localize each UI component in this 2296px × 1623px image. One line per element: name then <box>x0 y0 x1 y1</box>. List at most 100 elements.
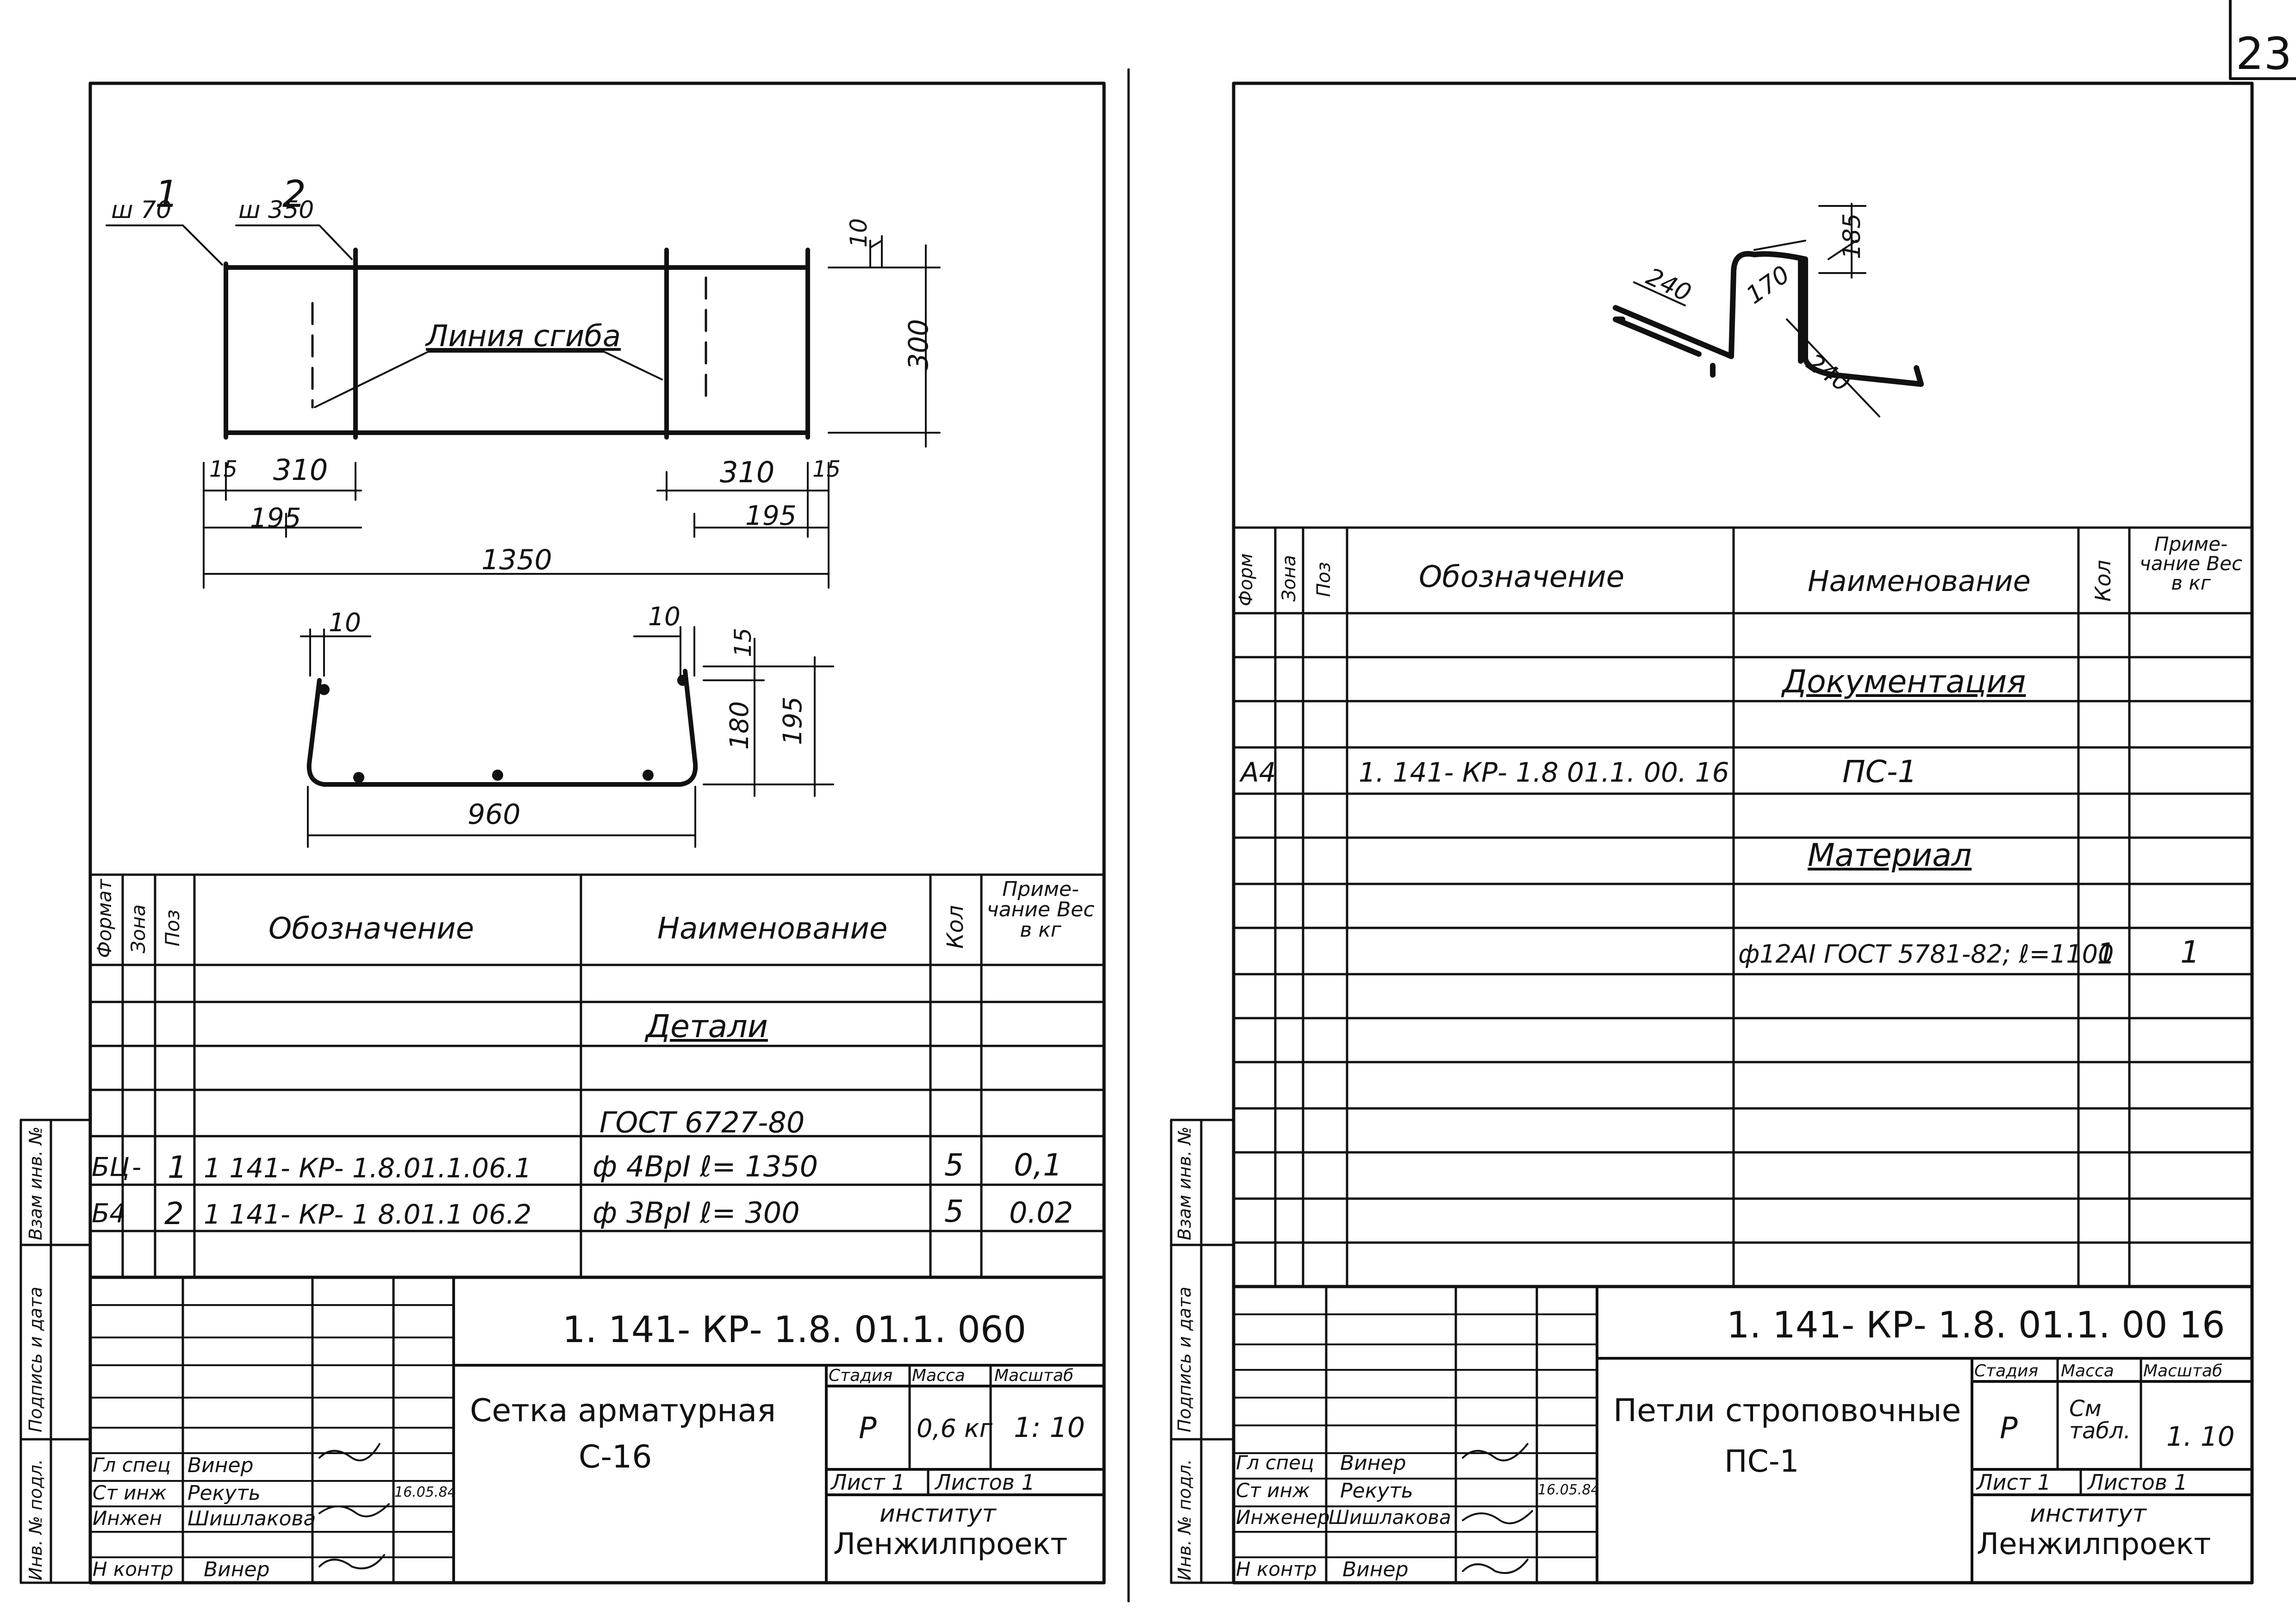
role: Ст инж <box>93 1481 167 1504</box>
stage-label: Стадия <box>1974 1362 2039 1380</box>
section-title: Детали <box>646 1008 768 1045</box>
person: Винер <box>204 1558 270 1581</box>
role: Ст инж <box>1236 1479 1310 1502</box>
person: Винер <box>1340 1451 1406 1475</box>
dim-label: 180 <box>724 701 754 750</box>
stage-value: Р <box>859 1412 877 1446</box>
sheet-no: Лист 1 <box>1977 1470 2051 1495</box>
col-header-designation: Обозначение <box>268 912 474 946</box>
dim-label: 1350 <box>481 544 552 576</box>
side-label: Инв. № подл. <box>25 1459 46 1580</box>
scale-label: Масштаб <box>994 1366 1074 1385</box>
dim-label: 15 <box>812 456 841 482</box>
rebar-dots <box>318 675 688 783</box>
side-label: Взам инв. № <box>25 1126 46 1240</box>
loop-drawing <box>1613 203 1924 417</box>
role: Инженер <box>1236 1506 1330 1529</box>
right-title-block-grid <box>1232 1285 2254 1584</box>
mass-label: Масса <box>2061 1362 2114 1380</box>
row-qty: 5 <box>944 1147 964 1183</box>
dim-label: 195 <box>250 502 301 534</box>
bend-line-label: Линия сгиба <box>426 319 621 354</box>
row-note: 0.02 <box>1009 1196 1073 1230</box>
left-spec-grid <box>89 873 1105 1279</box>
row-format: Б4 <box>92 1199 126 1229</box>
mass-value: См табл. <box>2069 1396 2131 1444</box>
person: Шишлакова <box>187 1507 316 1530</box>
role: Гл спец <box>1236 1451 1314 1474</box>
dim-label: 195 <box>778 696 807 745</box>
right-side-strip <box>1170 1119 1235 1584</box>
col-header-note: Приме-чание Вес в кг <box>2139 533 2243 594</box>
row-note: 0,1 <box>1014 1147 1062 1183</box>
row-qty: 1 <box>2097 937 2115 970</box>
doc-code: 1. 141- КР- 1.8. 01.1. 060 <box>562 1309 1027 1351</box>
dim-label: 10 <box>329 608 361 637</box>
dim-label: 185 <box>1838 213 1866 259</box>
col-header-zone: Зона <box>127 904 150 953</box>
row-designation: 1 141- КР- 1.8.01.1.06.1 <box>204 1152 532 1184</box>
date: 16.05.84 <box>1538 1482 1600 1498</box>
doc-title: Сетка арматурная <box>470 1393 776 1429</box>
col-header-pos: Поз <box>161 909 184 946</box>
row-name: ПС-1 <box>1842 754 1917 790</box>
person: Рекуть <box>1340 1479 1413 1503</box>
doc-title-mark: С-16 <box>579 1439 652 1475</box>
row-format: БЦ <box>92 1152 130 1182</box>
col-header-note: Приме-чание Вес в кг <box>986 877 1095 942</box>
dim-label: ш 70 <box>111 196 172 224</box>
mesh-drawing <box>106 224 941 589</box>
dim-label: 310 <box>720 455 775 489</box>
side-label: Подпись и дата <box>1174 1287 1195 1432</box>
signature-scribbles <box>318 1443 1533 1574</box>
doc-title-mark: ПС-1 <box>1724 1443 1799 1479</box>
row-format: А4 <box>1241 757 1276 788</box>
role: Н контр <box>93 1558 174 1580</box>
stage-label: Стадия <box>829 1366 893 1385</box>
side-label: Взам инв. № <box>1174 1126 1195 1240</box>
dim-label: 1 <box>155 173 179 216</box>
dim-label: 310 <box>273 453 328 487</box>
org-name: Ленжилпроект <box>833 1527 1068 1561</box>
role: Гл спец <box>93 1454 171 1476</box>
section-title: Документация <box>1782 664 2026 700</box>
left-side-strip <box>19 1119 92 1584</box>
scale-label: Масштаб <box>2143 1362 2223 1380</box>
page-number: 23 <box>2236 29 2292 80</box>
stage-value: Р <box>2000 1412 2018 1446</box>
scale-value: 1: 10 <box>1014 1412 1085 1444</box>
section-title: Материал <box>1808 837 1972 874</box>
dim-label: 300 <box>903 319 934 370</box>
sheets-total: Листов 1 <box>935 1470 1035 1495</box>
sheet-no: Лист 1 <box>831 1470 905 1495</box>
row-designation: 1 141- КР- 1 8.01.1 06.2 <box>204 1199 532 1230</box>
col-header-name: Наименование <box>1808 564 2031 598</box>
doc-title: Петли строповочные <box>1613 1393 1961 1429</box>
row-pos: 2 <box>164 1196 184 1231</box>
dim-label: 15 <box>209 456 238 482</box>
row-name: ф 4ВрI ℓ= 1350 <box>593 1150 818 1183</box>
org-line1: институт <box>880 1500 996 1528</box>
col-header-format: Формат <box>93 879 116 958</box>
col-header-zone: Зона <box>1279 555 1300 602</box>
row-name: ф 3ВрI ℓ= 300 <box>593 1196 800 1230</box>
col-header-qty: Кол <box>2090 560 2115 602</box>
col-header-qty: Кол <box>942 905 968 949</box>
dim-label: 15 <box>730 628 756 657</box>
row-qty: 5 <box>944 1194 964 1229</box>
col-header-name: Наименование <box>657 912 888 946</box>
row-name: ф12АI ГОСТ 5781-82; ℓ=1100 <box>1738 939 2114 969</box>
dim-label: 960 <box>468 798 521 831</box>
doc-code: 1. 141- КР- 1.8. 01.1. 00 16 <box>1727 1305 2225 1346</box>
dim-label: 195 <box>745 500 797 531</box>
person: Рекуть <box>187 1481 261 1505</box>
row-note: 1 <box>2180 934 2200 970</box>
row-pos: 1 <box>168 1150 187 1185</box>
dim-label: ш 350 <box>238 196 314 224</box>
person: Винер <box>1342 1558 1409 1581</box>
col-header-pos: Поз <box>1313 562 1335 597</box>
col-header-format: Форм <box>1235 553 1257 606</box>
side-label: Подпись и дата <box>25 1287 46 1432</box>
sheets-total: Листов 1 <box>2088 1470 2188 1495</box>
